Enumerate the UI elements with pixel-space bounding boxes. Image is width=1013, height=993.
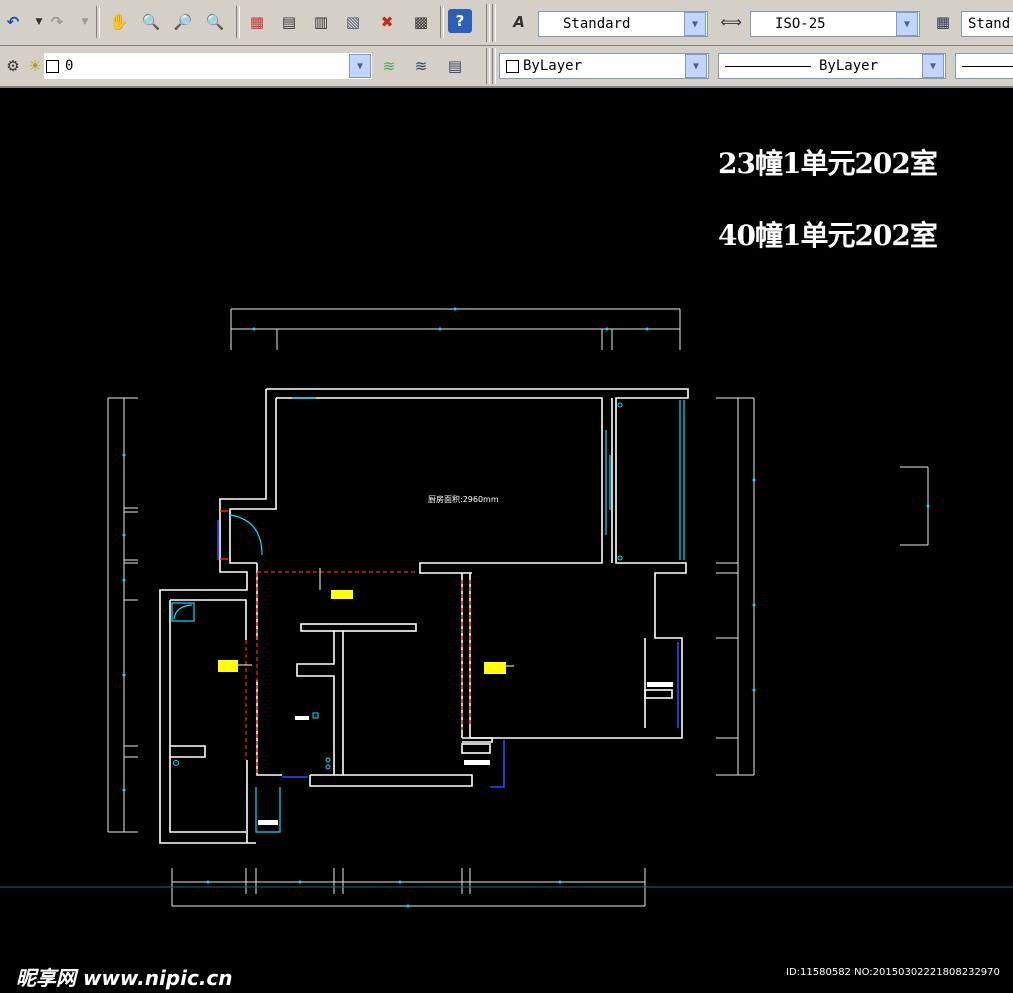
make-current-layer-icon[interactable]: ≋ bbox=[382, 57, 396, 75]
fixture-label bbox=[258, 820, 278, 825]
sheet-set-icon[interactable]: ▧ bbox=[345, 13, 361, 31]
text-style-value: Standard bbox=[563, 16, 631, 32]
text-style-icon[interactable]: A bbox=[513, 13, 525, 31]
chevron-down-icon[interactable]: ▼ bbox=[685, 54, 707, 78]
tool-palettes-icon[interactable]: ▥ bbox=[313, 13, 329, 31]
fixtures bbox=[173, 402, 623, 770]
linetype-sample bbox=[725, 65, 811, 67]
layer-manager-icon[interactable]: ⚙ bbox=[6, 57, 20, 75]
zoom-window-icon[interactable]: 🔎 bbox=[173, 13, 193, 31]
text-style-select[interactable]: Standard ▼ bbox=[538, 11, 708, 37]
separator bbox=[236, 6, 240, 38]
lineweight-sample bbox=[962, 65, 1013, 67]
zoom-realtime-icon[interactable]: 🔍 bbox=[141, 13, 161, 31]
separator bbox=[440, 6, 444, 38]
chevron-down-icon[interactable]: ▼ bbox=[896, 12, 918, 36]
layer-color-swatch bbox=[46, 59, 59, 73]
undo-dropdown-icon[interactable]: ▼ bbox=[35, 17, 43, 27]
linetype-value: ByLayer bbox=[819, 58, 879, 74]
watermark-id: ID:11580582 NO:20150302221808232970 bbox=[786, 967, 1000, 978]
color-select[interactable]: ByLayer ▼ bbox=[499, 53, 709, 79]
layer-states-icon[interactable]: ▤ bbox=[447, 57, 463, 75]
dashed-lines bbox=[245, 571, 471, 775]
quickcalc-icon[interactable]: ▩ bbox=[413, 13, 429, 31]
zoom-previous-icon[interactable]: 🔍 bbox=[205, 13, 225, 31]
redo-dropdown-icon[interactable]: ▼ bbox=[81, 17, 89, 27]
table-style-select[interactable]: Stand bbox=[961, 11, 1013, 37]
chevron-down-icon[interactable]: ▼ bbox=[684, 12, 706, 36]
fixture-label bbox=[464, 760, 490, 765]
room-tags bbox=[218, 568, 514, 674]
door-hinges bbox=[220, 510, 228, 560]
pan-icon[interactable]: ✋ bbox=[109, 13, 129, 31]
layer-name: 0 bbox=[65, 58, 74, 74]
room-area-label: 厨房面积:2960mm bbox=[428, 494, 499, 504]
chevron-down-icon[interactable]: ▼ bbox=[922, 54, 944, 78]
layers-toolbar: ⚙ ☀ 0 ▼ ≋ ≋ ▤ ByLayer ▼ ByLayer ▼ bbox=[0, 46, 1013, 88]
separator bbox=[486, 48, 490, 84]
separator bbox=[486, 4, 490, 42]
help-icon[interactable]: ? bbox=[448, 9, 472, 33]
separator bbox=[96, 6, 100, 38]
walls bbox=[159, 388, 689, 844]
fixture-label bbox=[647, 682, 673, 687]
drawing-title-2: 40幢1单元202室 bbox=[718, 219, 938, 252]
drawing-title-1: 23幢1单元202室 bbox=[718, 147, 938, 180]
layer-previous-icon[interactable]: ≋ bbox=[414, 57, 428, 75]
doors-windows bbox=[171, 397, 685, 833]
drawing-canvas[interactable]: 厨房面积:2960mm bbox=[0, 88, 1013, 993]
dimension-ticks bbox=[122, 307, 930, 908]
markup-icon[interactable]: ✖ bbox=[380, 13, 394, 31]
watermark-logo: 昵享网 www.nipic.cn bbox=[16, 966, 233, 990]
table-style-value: Stand bbox=[968, 16, 1011, 32]
dim-style-icon[interactable]: ⟺ bbox=[720, 13, 742, 31]
design-center-icon[interactable]: ▤ bbox=[281, 13, 297, 31]
toolbar-grip[interactable] bbox=[492, 48, 496, 84]
dim-style-value: ISO-25 bbox=[775, 16, 826, 32]
fixture-label bbox=[295, 716, 309, 720]
lineweight-select[interactable] bbox=[955, 53, 1013, 79]
floor-plan-drawing: 厨房面积:2960mm bbox=[0, 307, 1013, 908]
standard-toolbar: ↶ ▼ ↷ ▼ ✋ 🔍 🔎 🔍 ▦ ▤ ▥ ▧ ✖ ▩ ? A Standard… bbox=[0, 0, 1013, 46]
chevron-down-icon[interactable]: ▼ bbox=[349, 54, 371, 78]
toolbar-grip[interactable] bbox=[492, 4, 496, 42]
color-swatch bbox=[506, 59, 519, 73]
window-lines bbox=[217, 520, 679, 788]
layer-state-icon[interactable]: ☀ bbox=[28, 57, 42, 75]
properties-icon[interactable]: ▦ bbox=[249, 13, 265, 31]
table-style-icon[interactable]: ▦ bbox=[935, 13, 951, 31]
color-value: ByLayer bbox=[523, 58, 583, 74]
redo-icon[interactable]: ↷ bbox=[50, 13, 64, 31]
undo-icon[interactable]: ↶ bbox=[6, 13, 20, 31]
linetype-select[interactable]: ByLayer ▼ bbox=[718, 53, 946, 79]
dim-style-select[interactable]: ISO-25 ▼ bbox=[750, 11, 920, 37]
layer-select[interactable]: 0 ▼ bbox=[44, 53, 372, 79]
